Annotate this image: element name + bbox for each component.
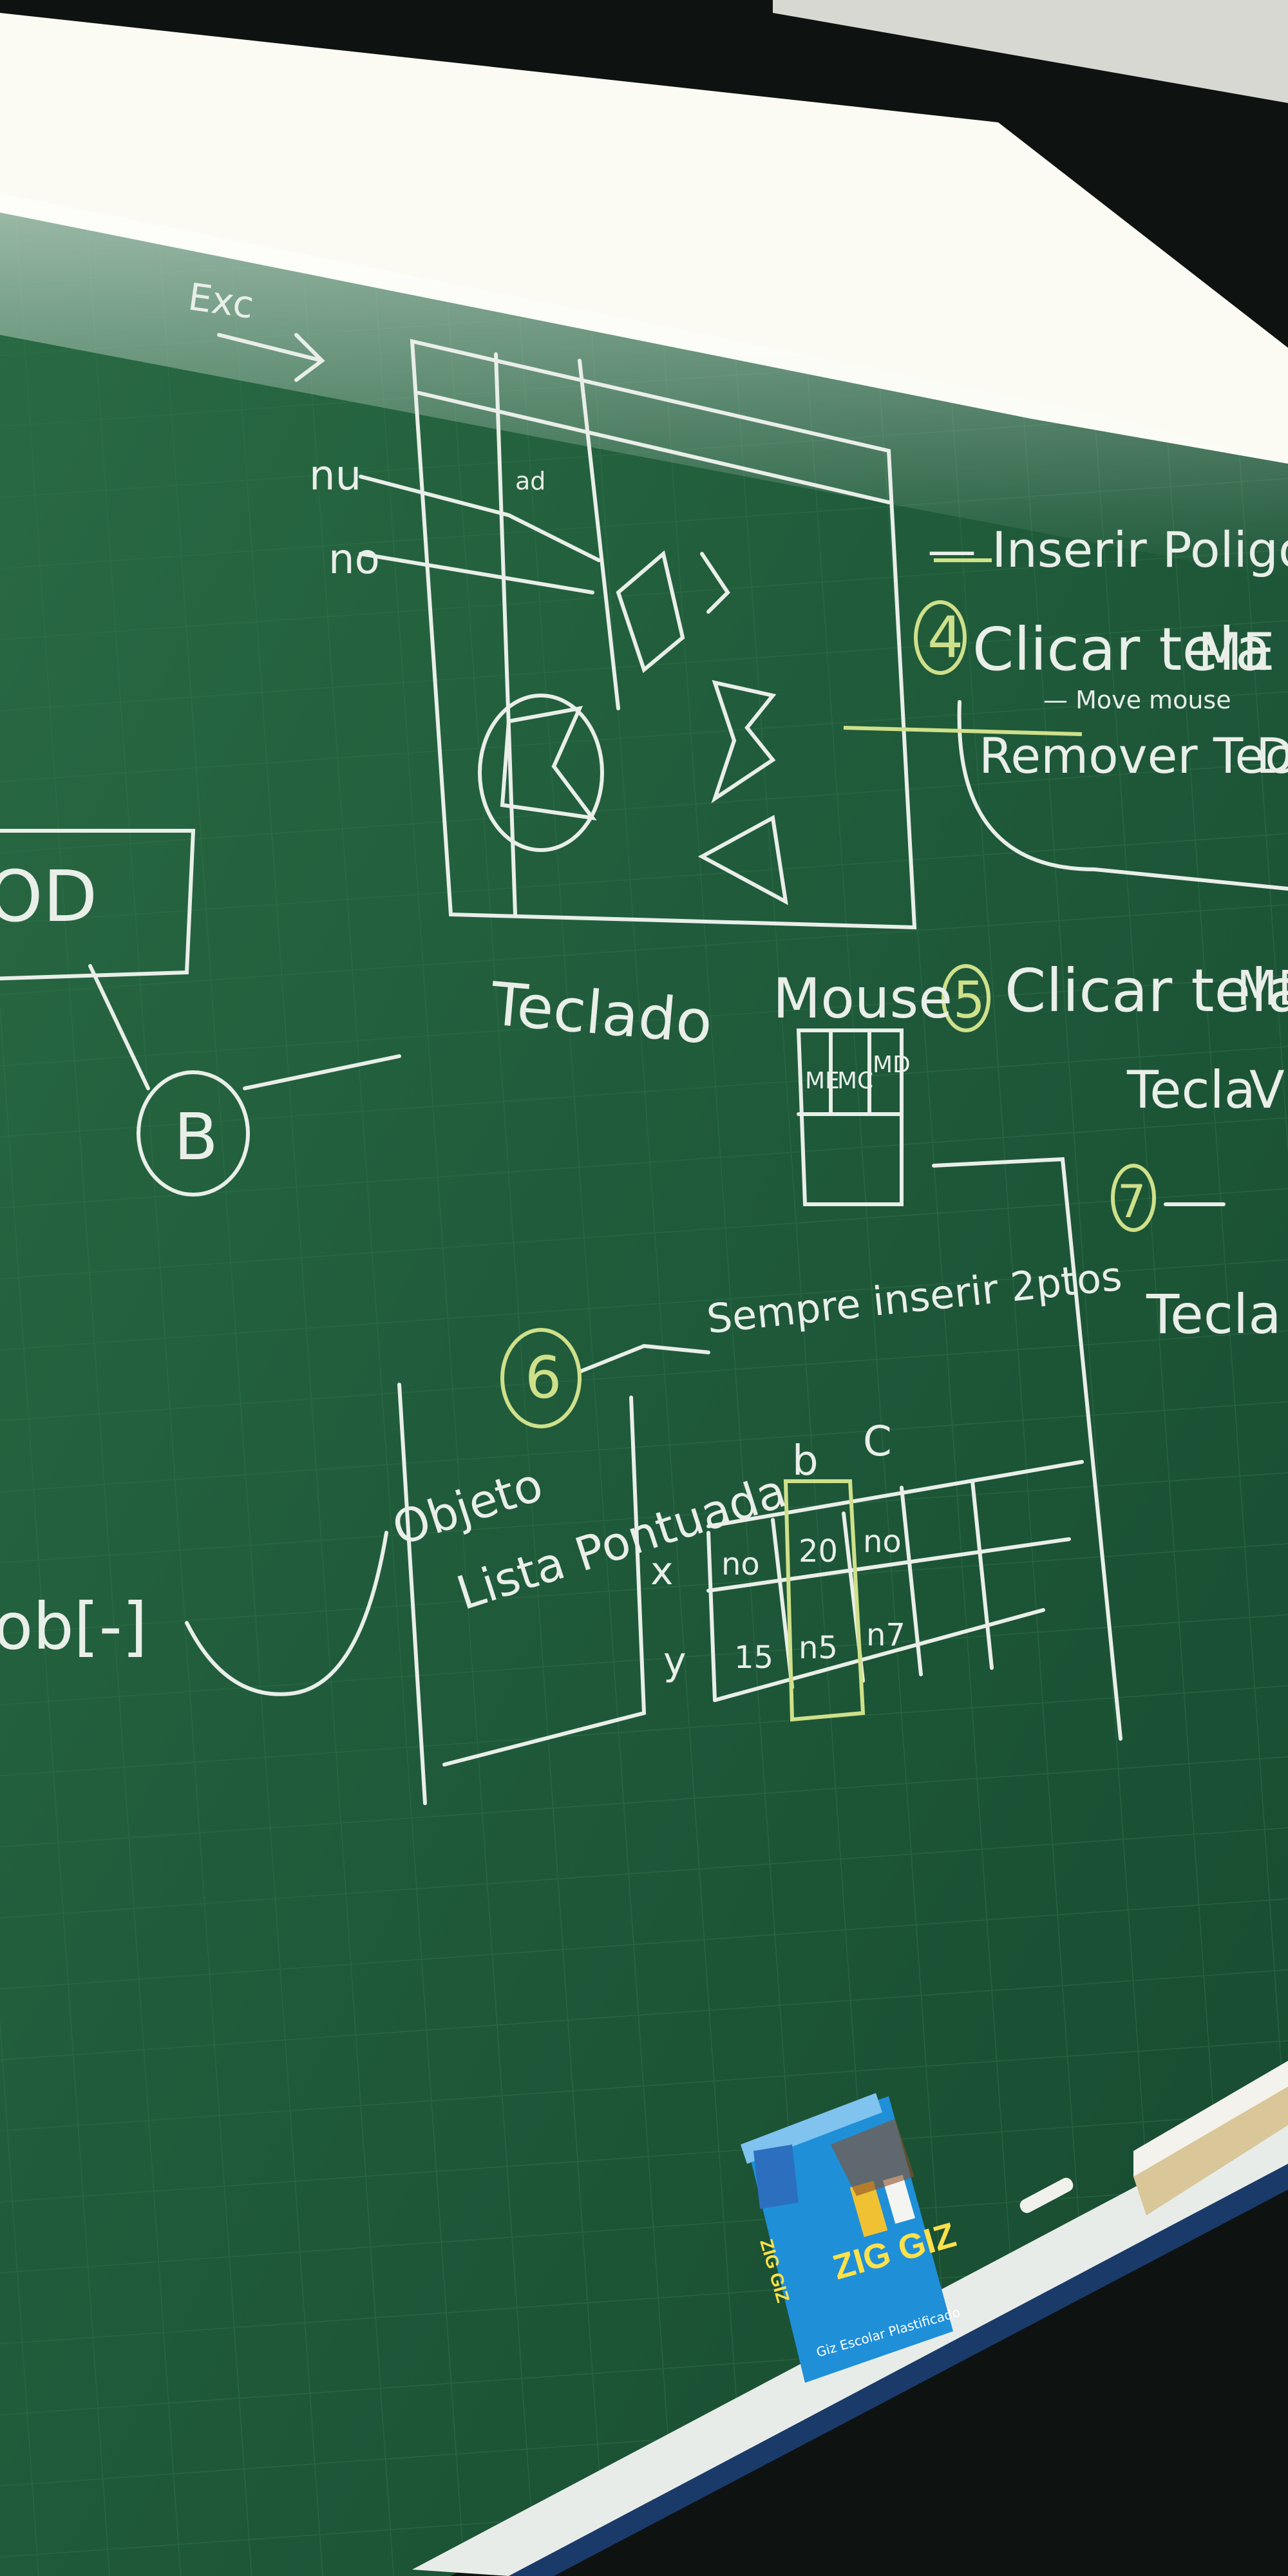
mouse-label: Mouse	[773, 967, 952, 1031]
cell-x1: no	[721, 1546, 760, 1582]
chalk-piece	[1019, 2177, 1074, 2213]
step7-label: 7	[1117, 1175, 1146, 1228]
chalk-text: Exc nu no ad Teclado Mouse ME MC MD OD B…	[0, 275, 1288, 1684]
tecla-v-label: Tecla	[1126, 1060, 1256, 1120]
board-grid	[0, 58, 1288, 2576]
col-b-label: b	[792, 1437, 819, 1485]
ob-rows-label: ob[-]	[0, 1589, 147, 1664]
ledge-edge	[509, 2164, 1288, 2576]
cell-x3: no	[863, 1524, 902, 1560]
d-label: D	[1256, 727, 1288, 784]
remover-tecla: Remover Tecla	[979, 727, 1288, 784]
nu-label: nu	[309, 452, 361, 500]
ceiling-strip	[773, 0, 1288, 103]
mouse-table-mc: MC	[837, 1068, 873, 1094]
chalk-box: ZIG GIZ ZIG GIZ Giz Escolar Plastificado	[741, 2093, 962, 2383]
eraser	[1133, 2061, 1288, 2215]
ceiling-light	[0, 13, 1288, 464]
step6-label: 6	[525, 1344, 562, 1412]
cell-x2: 20	[799, 1533, 838, 1569]
me-label: ME	[1198, 622, 1275, 682]
ad-label: ad	[515, 467, 545, 495]
mouse-table-me: ME	[805, 1068, 840, 1094]
tecla-bottom-label: Tecla	[1146, 1283, 1282, 1346]
v-label: V	[1249, 1060, 1285, 1120]
exc-label: Exc	[185, 275, 256, 328]
step7-circle	[1111, 1164, 1156, 1232]
row-y-label: y	[663, 1639, 687, 1684]
move-mouse-label: — Move mouse	[1043, 686, 1231, 714]
chalk-drawings	[0, 333, 1288, 1805]
table-drawing	[706, 1460, 1084, 1528]
row-x-label: x	[650, 1549, 674, 1594]
step5-label: 5	[953, 972, 985, 1030]
step4-label: 4	[927, 604, 963, 670]
window-drawing	[410, 339, 917, 930]
cell-y2: n5	[799, 1630, 838, 1666]
mouse-table-md: MD	[873, 1052, 911, 1078]
light-glow	[0, 193, 1288, 580]
inserir-poligono: — Inserir Poligono	[927, 521, 1288, 578]
od-label: OD	[0, 855, 97, 938]
cell-y1: 15	[734, 1640, 773, 1676]
b-label: B	[174, 1099, 218, 1175]
yellow-chalk-marks	[500, 558, 1156, 1722]
mouse-drawing	[796, 1028, 904, 1206]
col-c-label: C	[863, 1418, 892, 1466]
md-label: MD	[1236, 961, 1288, 1016]
clicar-tela-me: Clicar tela	[972, 615, 1271, 684]
step6-circle	[500, 1328, 582, 1428]
no-label: no	[328, 536, 380, 583]
step5-circle	[942, 964, 990, 1032]
od-box	[0, 829, 196, 981]
clicar-tela-md: Clicar tela	[1005, 956, 1288, 1025]
cell-y3: n7	[866, 1617, 905, 1653]
step4-circle	[914, 600, 967, 675]
